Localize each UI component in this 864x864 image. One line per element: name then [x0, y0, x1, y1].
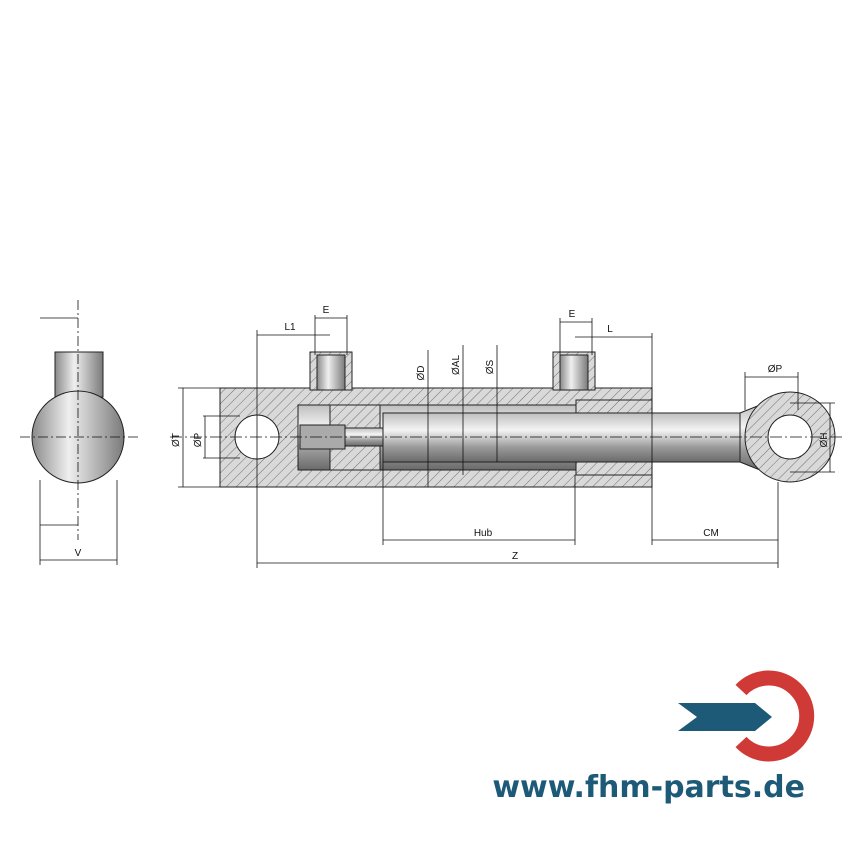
dim-V: V	[75, 548, 82, 559]
fhm-logo: www.fhm-parts.de	[492, 670, 815, 805]
dim-E-left: E	[323, 305, 330, 316]
dim-E-right: E	[569, 309, 576, 320]
dim-OS: ØS	[485, 359, 496, 374]
dim-L1: L1	[284, 322, 296, 333]
logo-url: www.fhm-parts.de	[492, 770, 805, 805]
dimensions: L1 E E L ØD ØAL ØS ØT ØP ØP ØH Hub CM Z	[171, 305, 835, 568]
dim-OD: ØD	[416, 366, 427, 381]
dim-Z: Z	[512, 551, 518, 562]
side-view: V	[20, 300, 140, 565]
dim-Hub: Hub	[474, 528, 493, 539]
dim-L: L	[607, 324, 613, 335]
dim-OH: ØH	[819, 433, 830, 448]
dim-OT: ØT	[171, 433, 182, 447]
dim-CM: CM	[703, 528, 719, 539]
dim-OP-left: ØP	[193, 432, 204, 447]
logo-ring-icon	[735, 670, 815, 762]
dim-OAL: ØAL	[451, 355, 462, 375]
cylinder-section	[170, 351, 845, 488]
logo-arrow-icon	[678, 703, 772, 731]
dim-OP-eye: ØP	[768, 364, 783, 375]
